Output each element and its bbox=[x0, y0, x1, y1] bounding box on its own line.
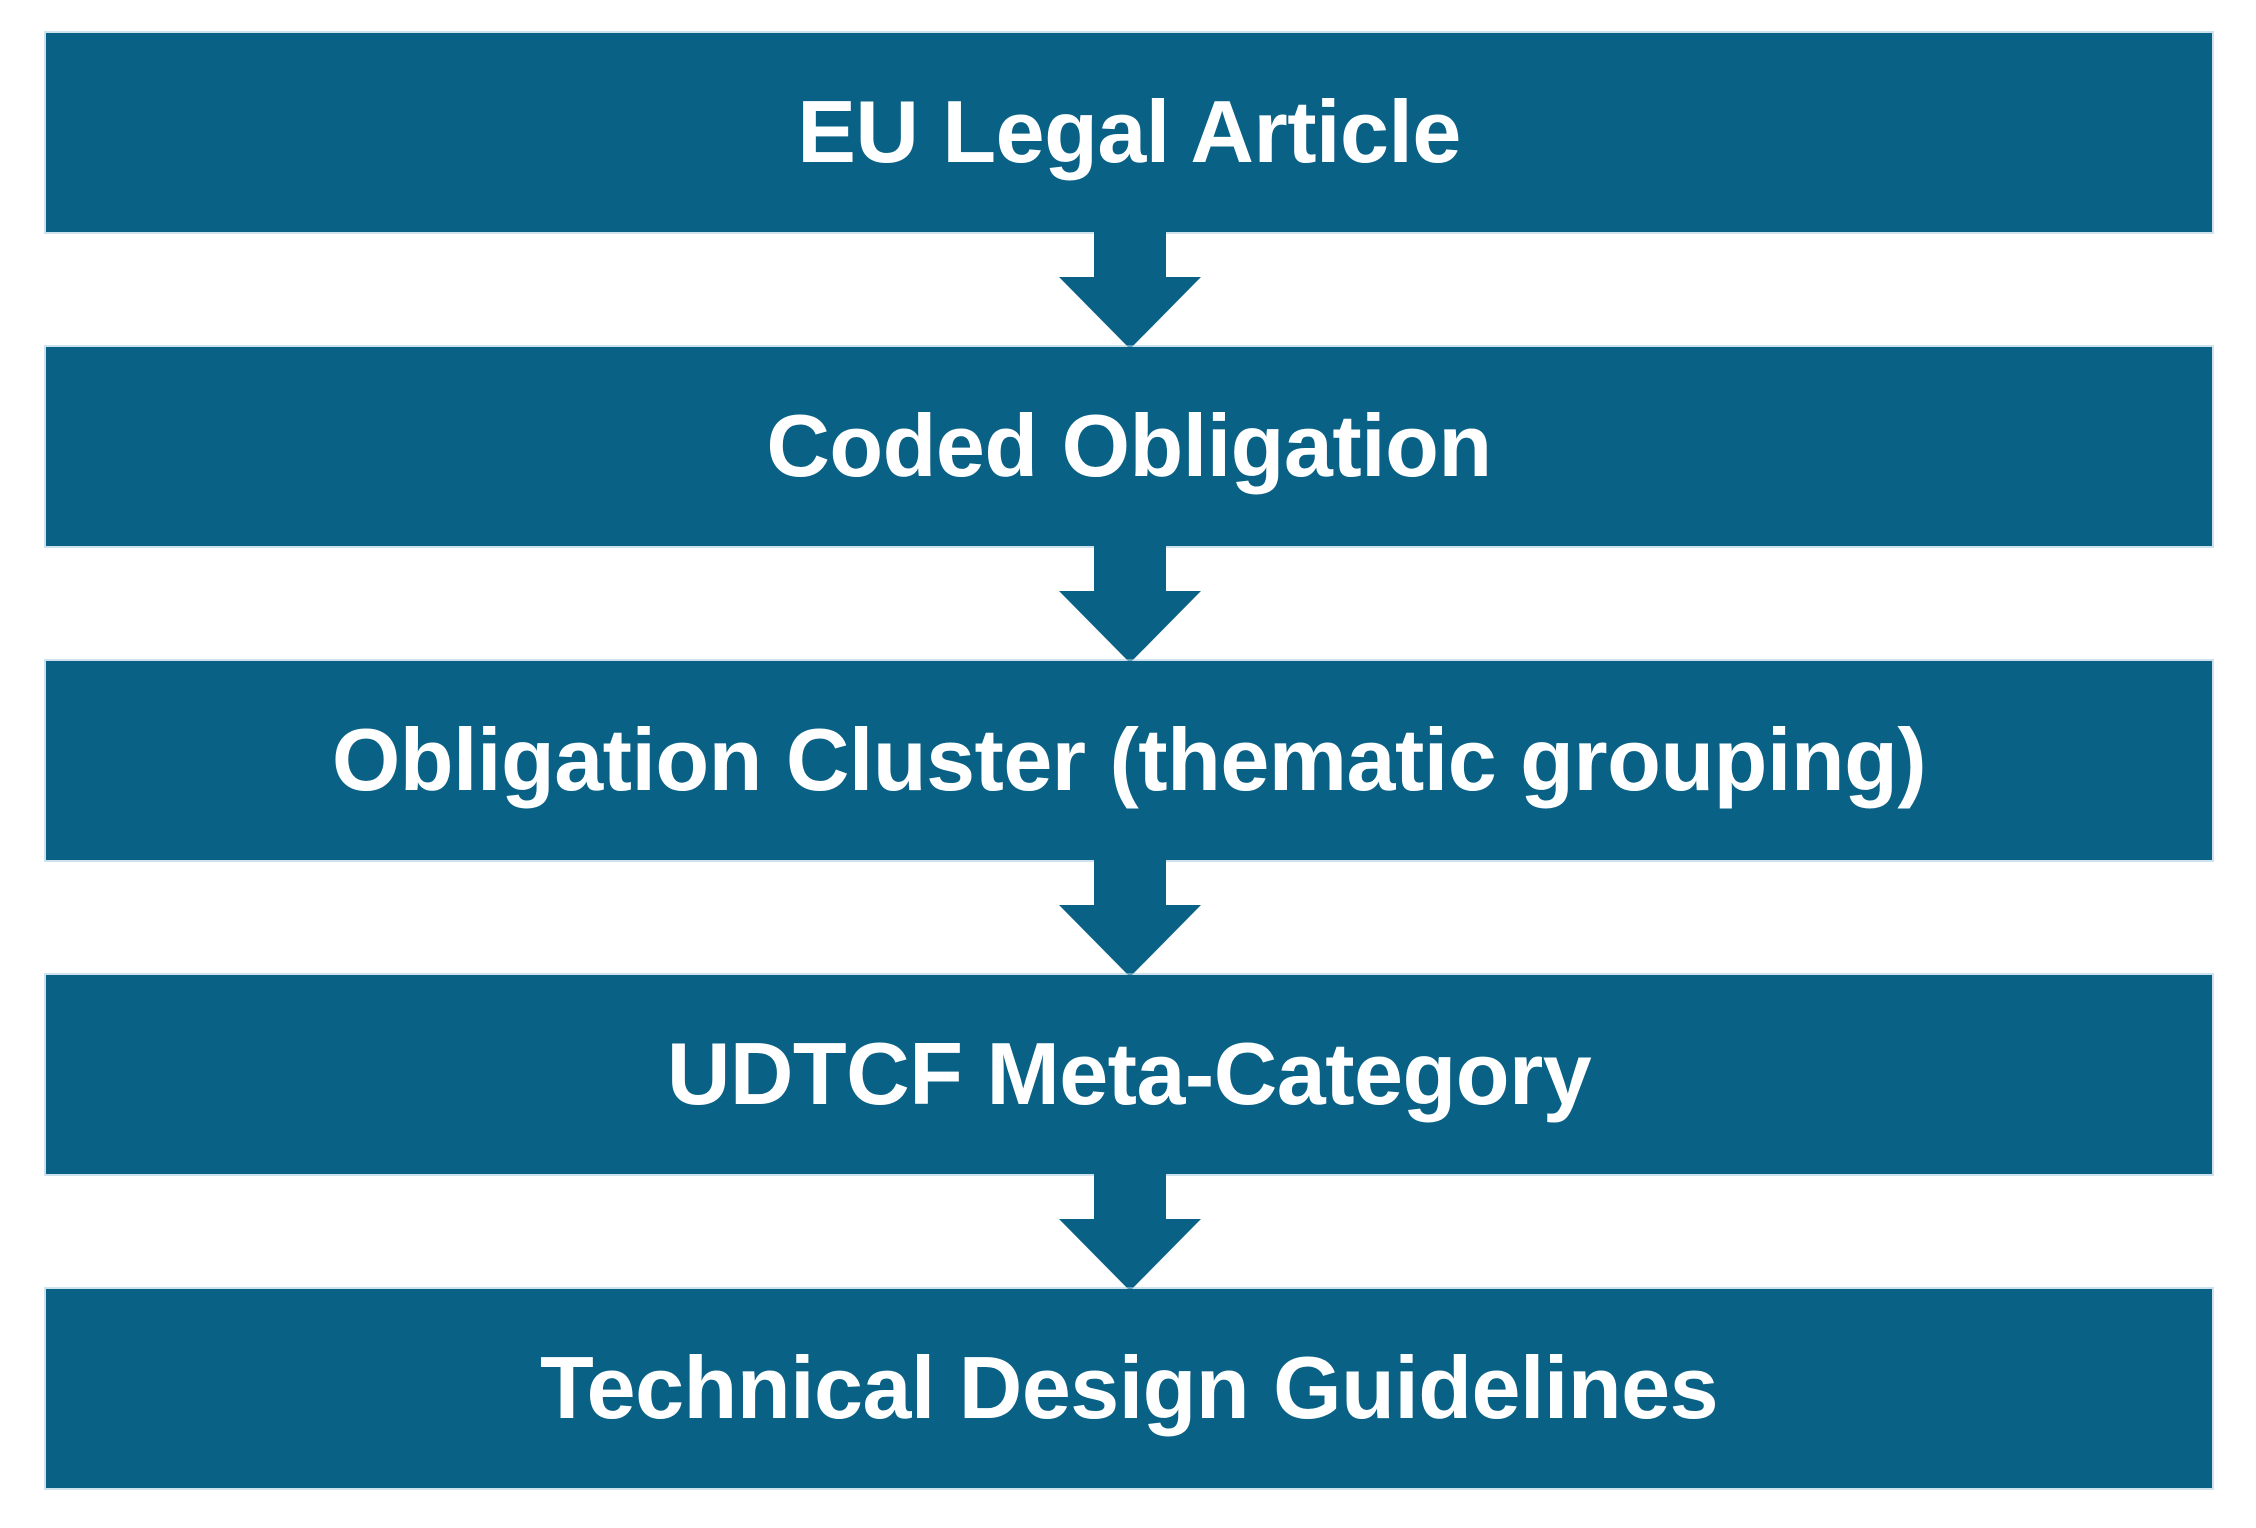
flow-connector-4 bbox=[46, 1174, 2212, 1291]
arrow-head bbox=[1059, 591, 1201, 663]
flow-connector-1 bbox=[46, 232, 2212, 349]
arrow-head bbox=[1059, 1219, 1201, 1291]
flow-node-eu-legal-article[interactable]: EU Legal Article bbox=[46, 33, 2212, 232]
flow-node-label: UDTCF Meta-Category bbox=[666, 1024, 1592, 1124]
flow-node-label: Technical Design Guidelines bbox=[539, 1338, 1719, 1438]
arrow-down-icon bbox=[1059, 860, 1201, 977]
flow-node-obligation-cluster[interactable]: Obligation Cluster (thematic grouping) bbox=[46, 661, 2212, 860]
arrow-head bbox=[1059, 277, 1201, 349]
arrow-down-icon bbox=[1059, 232, 1201, 349]
arrow-head bbox=[1059, 905, 1201, 977]
flow-node-label: Coded Obligation bbox=[766, 396, 1492, 496]
flowchart: EU Legal Article Coded Obligation Obliga… bbox=[46, 33, 2212, 1488]
flow-connector-2 bbox=[46, 546, 2212, 663]
flow-node-udtcf-meta-category[interactable]: UDTCF Meta-Category bbox=[46, 975, 2212, 1174]
arrow-shaft bbox=[1094, 546, 1166, 592]
arrow-down-icon bbox=[1059, 1174, 1201, 1291]
arrow-shaft bbox=[1094, 860, 1166, 906]
flow-node-label: EU Legal Article bbox=[797, 82, 1461, 182]
flow-connector-3 bbox=[46, 860, 2212, 977]
flow-node-label: Obligation Cluster (thematic grouping) bbox=[331, 710, 1927, 810]
flow-node-coded-obligation[interactable]: Coded Obligation bbox=[46, 347, 2212, 546]
flow-node-technical-design-guidelines[interactable]: Technical Design Guidelines bbox=[46, 1289, 2212, 1488]
arrow-shaft bbox=[1094, 1174, 1166, 1220]
arrow-shaft bbox=[1094, 232, 1166, 278]
arrow-down-icon bbox=[1059, 546, 1201, 663]
